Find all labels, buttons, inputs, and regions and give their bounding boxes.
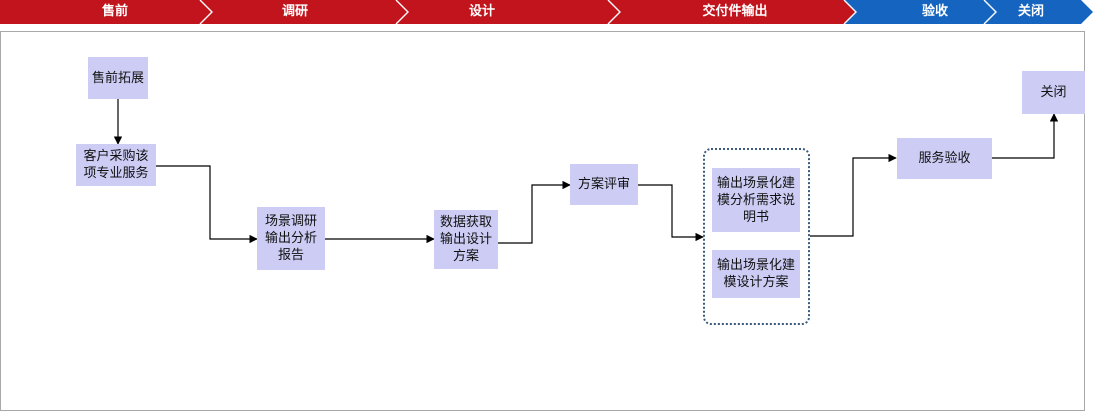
delivery-group-box [703,148,810,325]
phase-label-research: 调研 [281,4,308,19]
node-presale-expand: 售前拓展 [88,57,148,99]
phase-label-design: 设计 [468,4,495,19]
phase-label-presale: 售前 [101,4,128,19]
node-data-acquisition: 数据获取输出设计方案 [434,210,498,269]
connector-acceptance-to-close [992,113,1059,159]
connector-review-to-delivery [638,184,704,242]
node-scene-research: 场景调研输出分析报告 [257,207,325,270]
node-customer-purchase: 客户采购该项专业服务 [76,144,156,186]
phase-arrow-acceptance [844,0,996,24]
phase-arrow-delivery [608,0,856,24]
phase-arrow-research [200,0,408,24]
phase-label-delivery: 交付件输出 [702,4,768,19]
phase-arrow-presale [0,0,212,24]
node-close: 关闭 [1022,71,1085,114]
connector-delivery-to-acceptance [810,153,897,237]
diagram-canvas [0,31,1085,411]
node-plan-review: 方案评审 [570,164,638,205]
node-requirement-doc: 输出场景化建模分析需求说明书 [712,168,800,232]
phase-label-close: 关闭 [1017,4,1044,19]
node-design-plan: 输出场景化建模设计方案 [712,250,800,298]
node-service-acceptance: 服务验收 [897,138,992,179]
phase-arrow-close [984,0,1093,24]
connector-data-to-review [498,180,571,244]
phase-label-acceptance: 验收 [921,4,948,19]
phase-arrow-design [396,0,620,24]
phase-header [0,0,1093,24]
connector-purchase-to-research [155,165,258,244]
